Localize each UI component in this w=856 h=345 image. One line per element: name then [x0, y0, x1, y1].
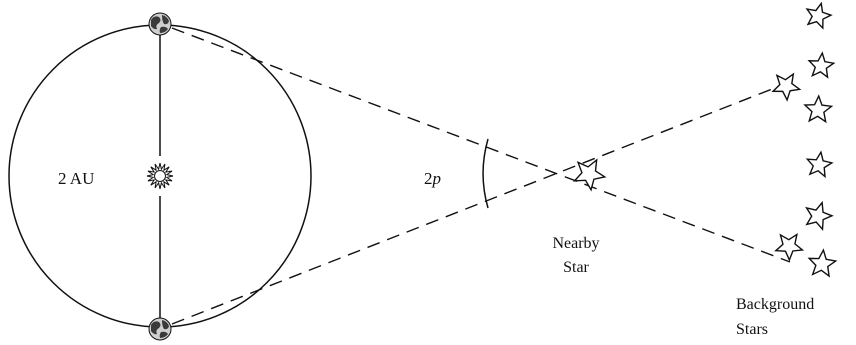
sight-line-lower [172, 82, 790, 324]
background-stars-label-line2: Stars [736, 321, 768, 338]
sun-icon [147, 163, 173, 189]
orbit-diameter-label: 2 AU [58, 169, 94, 188]
nearby-star-label-line1: Nearby [552, 235, 599, 252]
sight-line-upper [172, 28, 790, 262]
background-stars [773, 3, 836, 276]
nearby-star [575, 160, 605, 190]
star-outline-icon [773, 74, 800, 100]
star-outline-icon [809, 53, 834, 77]
star-outline-icon [575, 160, 605, 190]
background-stars-label-line1: Background [736, 296, 814, 313]
sun-core [155, 171, 166, 182]
earth-globe-icon [149, 318, 171, 340]
star-outline-icon [807, 203, 832, 230]
nearby-star-label-line2: Star [563, 259, 589, 276]
parallax-angle-arc [483, 139, 488, 208]
star-outline-icon [809, 250, 836, 276]
star-outline-icon [807, 3, 831, 28]
parallax-angle-prefix: 2 [424, 169, 433, 188]
parallax-angle-symbol: p [432, 169, 442, 188]
star-outline-icon [807, 152, 831, 176]
earth-globe-icon [149, 13, 171, 35]
star-outline-icon [805, 96, 832, 122]
star-outline-icon [776, 234, 803, 260]
parallax-angle-label: 2p [424, 169, 441, 188]
